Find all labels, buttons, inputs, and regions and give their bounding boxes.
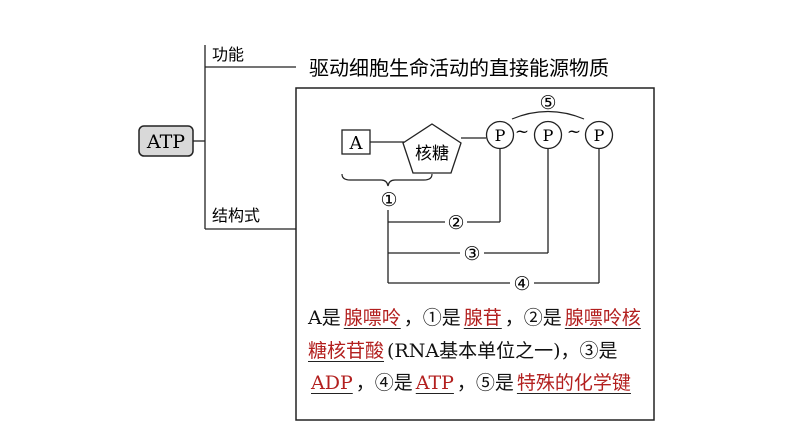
adenine-label: A [349,133,364,154]
question-text: ，④是 [355,372,413,394]
fill-in-text: A是腺嘌呤，①是腺苷，②是腺嘌呤核糖核苷酸(RNA基本单位之一)，③是 ADP，④… [308,302,648,400]
root-node [138,125,194,157]
phosphate-1 [485,120,515,150]
marker-5: ⑤ [539,92,556,114]
tree-lines [193,45,296,230]
answer-blank: ATP [415,372,454,394]
marker-2: ② [447,212,464,234]
question-text: ，①是 [403,307,461,329]
phosphate-3 [584,120,614,150]
phosphate-3-label: P [594,126,605,145]
adenosine-brace [341,173,433,187]
answer-blank: 腺嘌呤 [343,307,401,329]
root-label: ATP [146,131,185,153]
ribose-pentagon [402,123,462,174]
bond-arc [511,110,585,120]
bond-2: ~ [567,122,581,142]
branch-function-label: 功能 [212,45,244,64]
question-text: ，②是 [504,307,562,329]
marker-3: ③ [463,243,480,265]
bond-1: ~ [515,122,529,142]
branch-structure-label: 结构式 [212,206,260,225]
bracket-lines [387,149,600,284]
phosphate-1-label: P [495,126,506,145]
marker-4: ④ [513,273,530,295]
answer-blank: ADP [311,372,353,394]
ribose-label: 核糖 [415,144,449,164]
question-text: (RNA基本单位之一)，③是 [387,339,618,362]
structure-box [295,87,655,421]
atp-molecule: A 核糖 P ~ P ~ P ⑤ ① [341,92,614,295]
answer-blank: 腺苷 [463,307,502,329]
phosphate-2 [533,120,563,150]
adenine-box [341,129,371,155]
question-text: A是 [308,307,341,329]
phosphate-2-label: P [543,126,554,145]
marker-1: ① [380,189,397,211]
function-content: 驱动细胞生命活动的直接能源物质 [309,56,609,80]
answer-blank: 特殊的化学键 [516,372,631,394]
question-text: ，⑤是 [456,372,514,394]
answer-blank: 腺嘌呤核糖核苷酸 [308,307,641,362]
